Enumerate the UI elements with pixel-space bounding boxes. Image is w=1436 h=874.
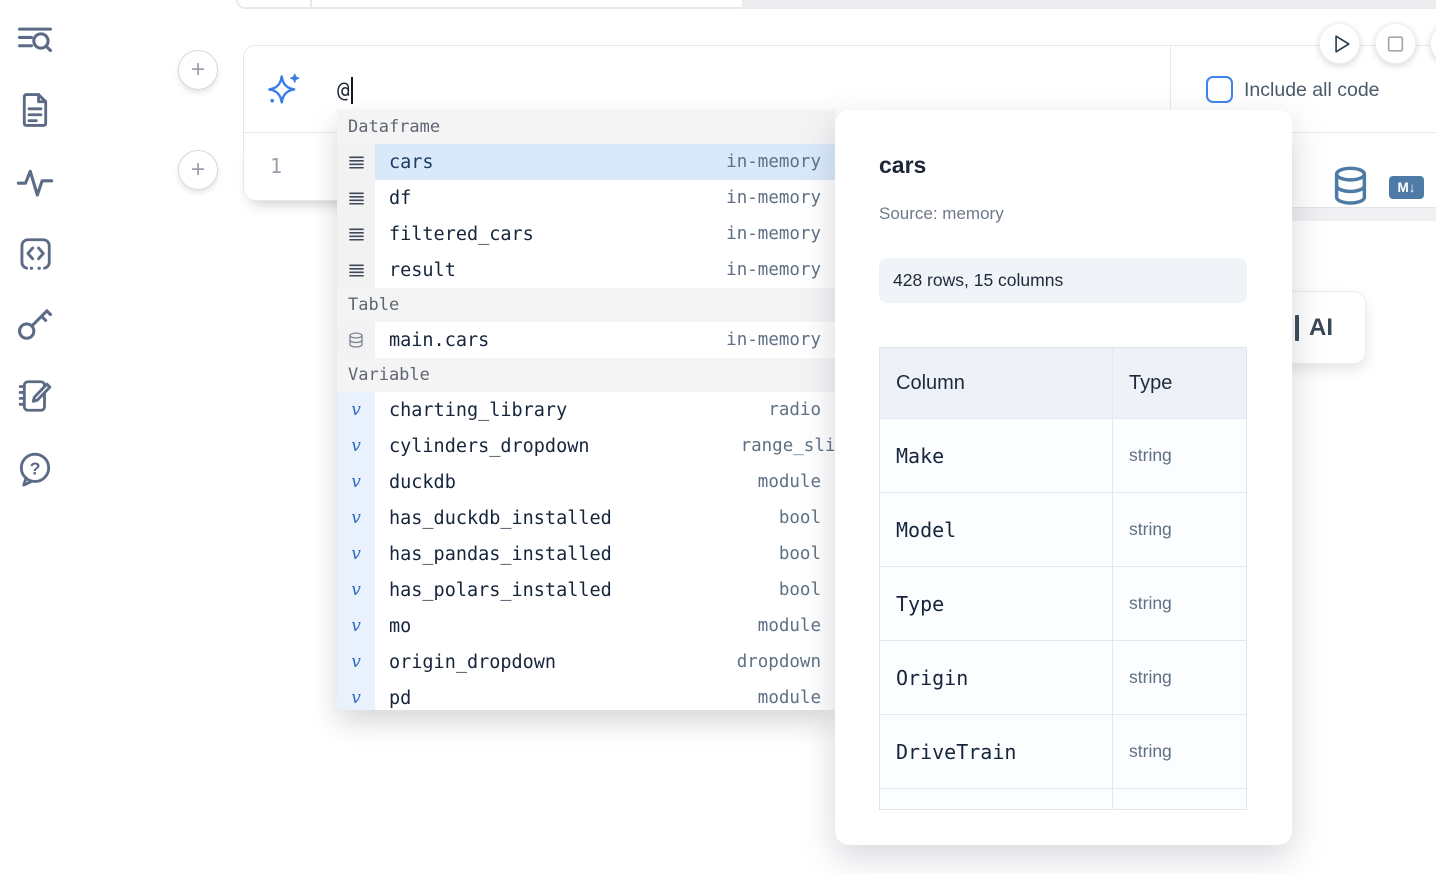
section-header-dataframe: Dataframe: [337, 110, 835, 144]
dataframe-rows-icon: [337, 180, 375, 216]
add-cell-above-button[interactable]: +: [178, 50, 218, 90]
previous-cell-bottom-edge: [236, 0, 742, 9]
dataframe-rows-icon: [337, 144, 375, 180]
line-number: 1: [270, 154, 283, 178]
include-all-code-label: Include all code: [1244, 79, 1380, 101]
key-icon[interactable]: [16, 305, 56, 345]
variable-icon: v: [337, 680, 375, 710]
table-row: Model string: [880, 492, 1246, 566]
variable-icon: v: [337, 608, 375, 644]
section-header-table: Table: [337, 288, 835, 322]
database-output-icon[interactable]: [1332, 166, 1369, 205]
dataframe-rows-icon: [337, 216, 375, 252]
help-chat-icon[interactable]: ?: [16, 450, 56, 490]
variable-icon: v: [337, 392, 375, 428]
ai-prompt-input[interactable]: @: [337, 74, 354, 106]
ai-sparkles-icon: [266, 72, 302, 108]
run-button[interactable]: [1319, 23, 1360, 64]
database-icon: [337, 322, 375, 358]
variable-icon: v: [337, 428, 375, 464]
play-icon: [1335, 34, 1350, 53]
ai-partial-label: AI: [1309, 313, 1333, 341]
preview-title: cars: [879, 152, 927, 178]
section-header-variable: Variable: [337, 358, 835, 392]
code-block-icon[interactable]: [16, 235, 56, 275]
text-cursor: [350, 76, 354, 104]
notebook-edit-icon[interactable]: [16, 377, 56, 417]
include-all-code-checkbox[interactable]: [1206, 76, 1233, 103]
stop-button[interactable]: [1375, 23, 1416, 64]
search-list-icon[interactable]: [16, 22, 56, 62]
table-row-partial: [880, 788, 1246, 809]
stop-icon: [1387, 35, 1404, 52]
header-type: Type: [1129, 371, 1173, 394]
document-icon[interactable]: [16, 91, 56, 131]
variable-icon: v: [337, 536, 375, 572]
divider: [1170, 46, 1171, 132]
preview-schema-table: Column Type Make string Model string Typ…: [879, 347, 1247, 810]
activity-icon[interactable]: [16, 163, 56, 203]
divider: [310, 0, 312, 9]
svg-text:?: ?: [30, 458, 41, 478]
ai-partial-button[interactable]: AI: [1280, 291, 1366, 364]
variable-icon: v: [337, 572, 375, 608]
preview-source: Source: memory: [879, 204, 1004, 223]
variable-icon: v: [337, 464, 375, 500]
markdown-icon[interactable]: M↓: [1389, 176, 1424, 199]
table-row: Type string: [880, 566, 1246, 640]
table-header-row: Column Type: [880, 348, 1246, 418]
preview-shape-badge: 428 rows, 15 columns: [879, 258, 1247, 303]
variable-icon: v: [337, 500, 375, 536]
clipped-letter: [1295, 314, 1299, 341]
ai-prompt-value: @: [337, 78, 350, 102]
previous-cell-shadow: [742, 0, 1436, 9]
table-row: Make string: [880, 418, 1246, 492]
header-column: Column: [880, 348, 1113, 418]
add-cell-below-button[interactable]: +: [178, 150, 218, 190]
table-row: DriveTrain string: [880, 714, 1246, 788]
dataframe-rows-icon: [337, 252, 375, 288]
variable-icon: v: [337, 644, 375, 680]
table-row: Origin string: [880, 640, 1246, 714]
